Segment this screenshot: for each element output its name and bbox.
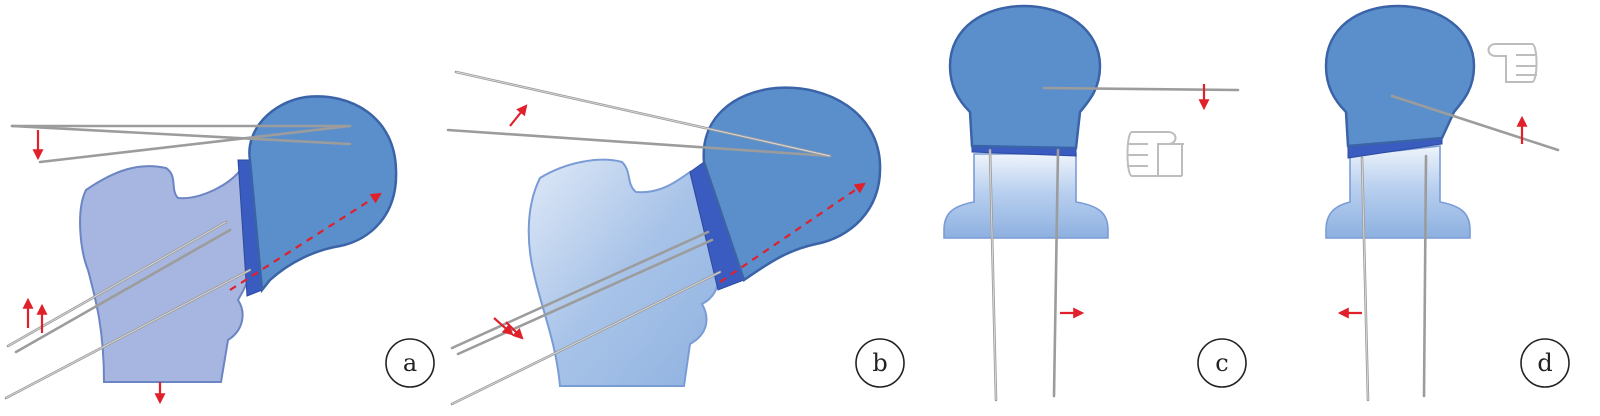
femoral-head-a bbox=[248, 95, 398, 294]
guide-wires-a bbox=[4, 124, 352, 400]
direction-arrows-d bbox=[1337, 115, 1528, 319]
guide-wires-b bbox=[446, 70, 832, 406]
direction-arrows-c bbox=[1060, 84, 1210, 319]
svg-text:d: d bbox=[1537, 349, 1552, 377]
panel-a: a bbox=[4, 95, 435, 405]
femoral-head-d bbox=[1324, 4, 1476, 148]
guide-wires-d bbox=[1360, 94, 1560, 402]
femur-neck-fragment-c bbox=[943, 153, 1109, 239]
guide-wires-c bbox=[988, 86, 1240, 402]
femur-neck-fragment-a bbox=[79, 165, 264, 383]
panel-b: b bbox=[446, 70, 905, 406]
femoral-head-b bbox=[702, 86, 882, 282]
panel-label-c: c bbox=[1197, 338, 1247, 388]
femur-neck-fragment-b bbox=[527, 158, 719, 387]
clenched-fist-icon bbox=[1487, 43, 1538, 83]
svg-text:a: a bbox=[403, 349, 417, 377]
panel-label-a: a bbox=[385, 338, 435, 388]
direction-arrows-b bbox=[493, 104, 866, 340]
direction-arrows-a bbox=[22, 130, 382, 405]
svg-text:c: c bbox=[1215, 349, 1228, 377]
femur-neck-fragment-d bbox=[1325, 145, 1471, 239]
svg-text:b: b bbox=[872, 349, 887, 377]
panel-d: d bbox=[1324, 4, 1570, 402]
clenched-fist-icon bbox=[1126, 131, 1184, 177]
panel-c: c bbox=[943, 4, 1247, 402]
panel-label-b: b bbox=[855, 338, 905, 388]
panel-label-d: d bbox=[1520, 338, 1570, 388]
femoral-head-c bbox=[948, 4, 1102, 150]
